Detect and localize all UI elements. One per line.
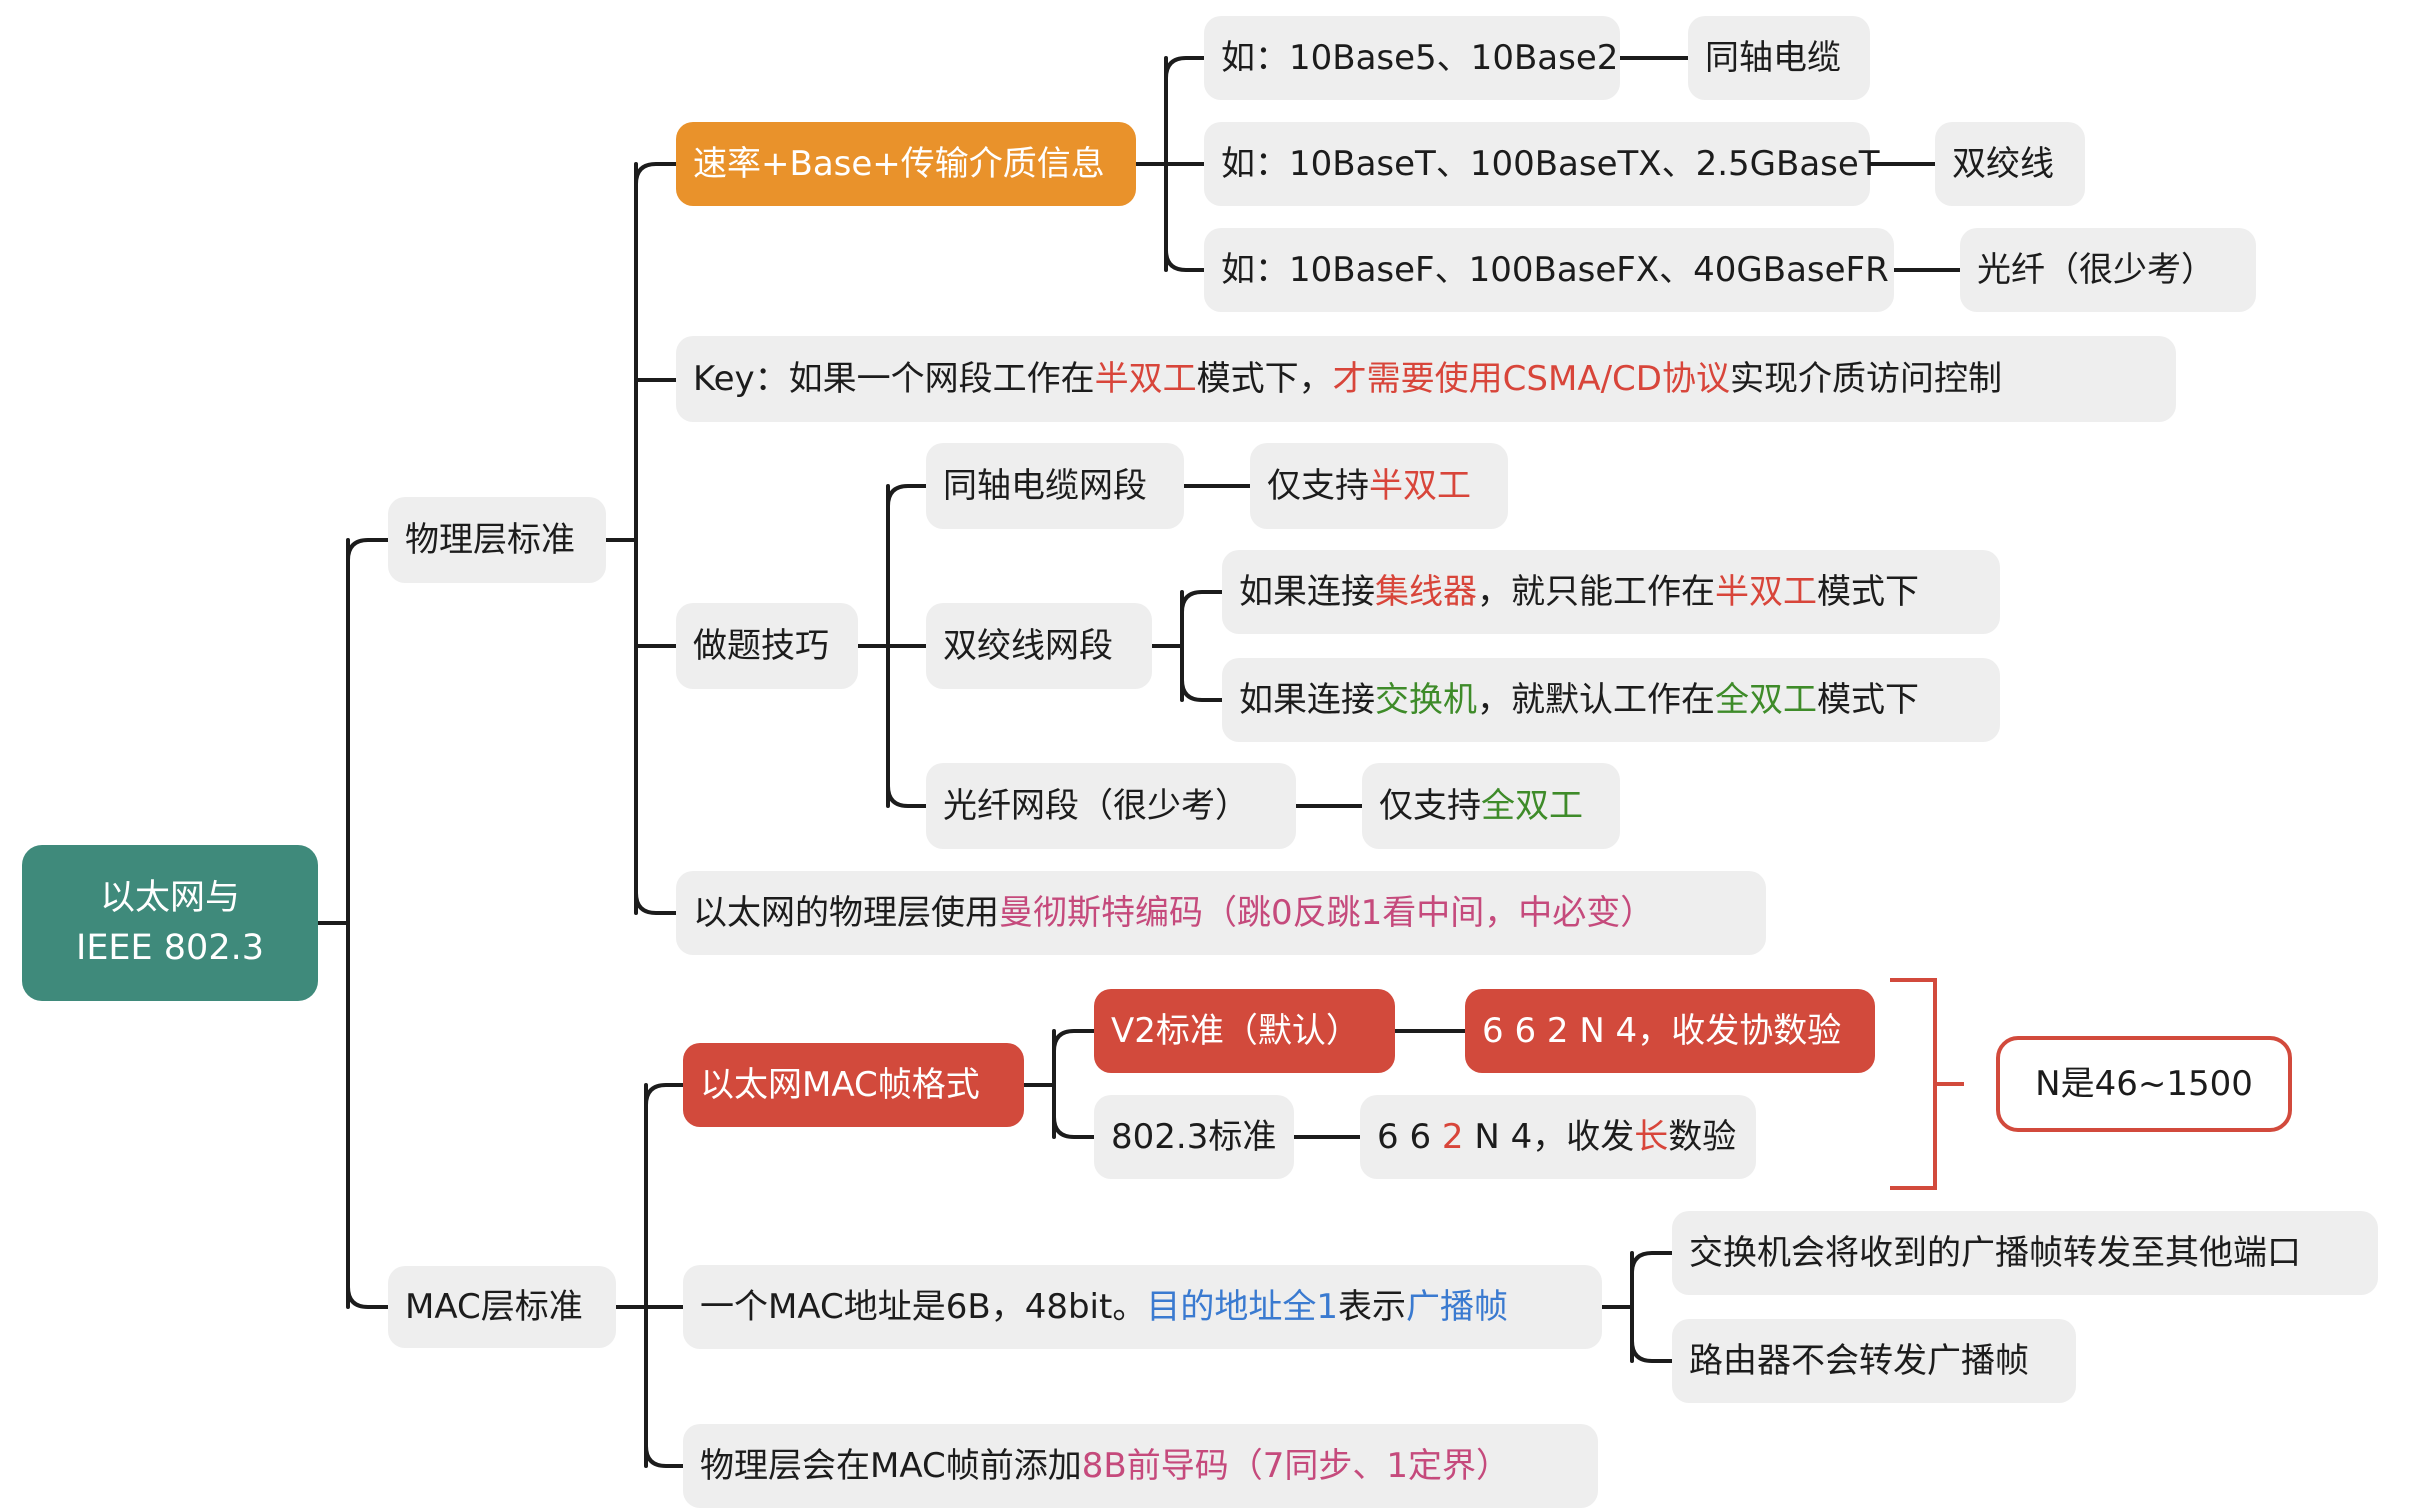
twisted-segment-node[interactable]: 双绞线网段 <box>926 603 1152 689</box>
switch-device: 交换机 <box>1375 680 1477 720</box>
ieee-f5: 数验 <box>1668 1117 1737 1157</box>
fiber-segment-note[interactable]: 仅支持全双工 <box>1362 763 1620 849</box>
coax-note-highlight: 半双工 <box>1369 466 1471 506</box>
address-mid: 表示 <box>1337 1287 1406 1327</box>
key-note-node[interactable]: Key：如果一个网段工作在半双工模式下，才需要使用CSMA/CD协议实现介质访问… <box>676 336 2176 422</box>
connector-frame-leaves <box>1292 1029 1467 1139</box>
connector-tips-leaves <box>1182 484 1364 808</box>
physical-layer-node[interactable]: 物理层标准 <box>388 497 606 583</box>
key-suffix: 实现介质访问控制 <box>1729 359 2002 399</box>
ieee-f1: 6 6 <box>1377 1117 1442 1157</box>
root-node[interactable]: 以太网与 IEEE 802.3 <box>22 845 318 1001</box>
preamble-highlight: 8B前导码（7同步、1定界） <box>1081 1446 1510 1486</box>
ieee-f3: N 4，收发 <box>1463 1117 1635 1157</box>
fiber-note-prefix: 仅支持 <box>1379 786 1481 826</box>
address-h2: 广播帧 <box>1405 1287 1508 1327</box>
hub-p1: 如果连接 <box>1239 572 1375 612</box>
switch-p1: 如果连接 <box>1239 680 1375 720</box>
hub-p3: 模式下 <box>1817 572 1919 612</box>
connector-naming <box>1134 56 1206 272</box>
v2-fields-node[interactable]: 6 6 2 N 4，收发协数验 <box>1465 989 1875 1073</box>
coax-segment-note[interactable]: 仅支持半双工 <box>1250 443 1508 529</box>
coax-example-node[interactable]: 如：10Base5、10Base2 <box>1204 16 1620 100</box>
switch-mode: 全双工 <box>1715 680 1817 720</box>
hub-device: 集线器 <box>1375 572 1477 612</box>
tips-node[interactable]: 做题技巧 <box>676 603 858 689</box>
mac-layer-node[interactable]: MAC层标准 <box>388 1266 616 1348</box>
switch-p3: 模式下 <box>1817 680 1919 720</box>
ieee-standard-node[interactable]: 802.3标准 <box>1094 1095 1294 1179</box>
switch-broadcast-note[interactable]: 交换机会将收到的广播帧转发至其他端口 <box>1672 1211 2378 1295</box>
coax-segment-node[interactable]: 同轴电缆网段 <box>926 443 1184 529</box>
address-prefix: 一个MAC地址是6B，48bit。 <box>700 1287 1147 1327</box>
key-csma: 才需要使用CSMA/CD协议 <box>1332 359 1730 399</box>
key-half-duplex: 半双工 <box>1094 359 1197 399</box>
encoding-node[interactable]: 以太网的物理层使用曼彻斯特编码（跳0反跳1看中间，中必变） <box>676 871 1766 955</box>
coax-note-prefix: 仅支持 <box>1267 466 1369 506</box>
connector-naming-leaves <box>1618 56 1962 272</box>
connector-address <box>1600 1251 1674 1363</box>
key-mid: 模式下， <box>1196 359 1333 399</box>
router-broadcast-note[interactable]: 路由器不会转发广播帧 <box>1672 1319 2076 1403</box>
connector-twisted <box>1150 590 1224 702</box>
key-prefix: Key：如果一个网段工作在 <box>693 359 1095 399</box>
root-title-line1: 以太网与 <box>99 878 240 918</box>
connector-root <box>316 538 390 1309</box>
naming-convention-node[interactable]: 速率+Base+传输介质信息 <box>676 122 1136 206</box>
connector-physical <box>604 162 678 915</box>
v2-standard-node[interactable]: V2标准（默认） <box>1094 989 1395 1073</box>
ieee-fields-node[interactable]: 6 6 2 N 4，收发长数验 <box>1360 1095 1756 1179</box>
hub-mode: 半双工 <box>1715 572 1817 612</box>
coax-medium-node[interactable]: 同轴电缆 <box>1688 16 1870 100</box>
twisted-example-node[interactable]: 如：10BaseT、100BaseTX、2.5GBaseT <box>1204 122 1880 206</box>
twisted-switch-note[interactable]: 如果连接交换机，就默认工作在全双工模式下 <box>1222 658 2000 742</box>
switch-p2: ，就默认工作在 <box>1477 680 1715 720</box>
fiber-example-node[interactable]: 如：10BaseF、100BaseFX、40GBaseFR <box>1204 228 1894 312</box>
fiber-note-highlight: 全双工 <box>1481 786 1583 826</box>
encoding-highlight: 曼彻斯特编码（跳0反跳1看中间，中必变） <box>999 893 1655 933</box>
preamble-prefix: 物理层会在MAC帧前添加 <box>700 1446 1082 1486</box>
address-h1: 目的地址全1 <box>1146 1287 1338 1327</box>
summary-bracket <box>1890 978 1964 1190</box>
mac-frame-format-node[interactable]: 以太网MAC帧格式 <box>683 1043 1024 1127</box>
connector-frame <box>1022 1029 1096 1139</box>
hub-p2: ，就只能工作在 <box>1477 572 1715 612</box>
fiber-segment-node[interactable]: 光纤网段（很少考） <box>926 763 1296 849</box>
ieee-f2: 2 <box>1441 1117 1464 1157</box>
ieee-f4: 长 <box>1634 1117 1669 1157</box>
connector-tips <box>856 484 928 808</box>
root-title-line2: IEEE 802.3 <box>76 928 264 968</box>
fiber-medium-node[interactable]: 光纤（很少考） <box>1960 228 2256 312</box>
n-range-note[interactable]: N是46~1500 <box>1996 1036 2292 1132</box>
twisted-medium-node[interactable]: 双绞线 <box>1935 122 2085 206</box>
encoding-prefix: 以太网的物理层使用 <box>693 893 999 933</box>
connector-mac <box>614 1083 685 1468</box>
twisted-hub-note[interactable]: 如果连接集线器，就只能工作在半双工模式下 <box>1222 550 2000 634</box>
